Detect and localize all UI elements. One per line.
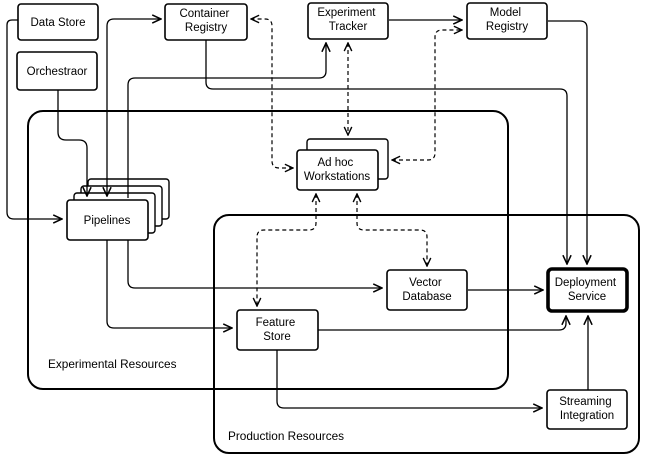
production-resources-label: Production Resources [228, 429, 344, 443]
svg-text:Container Registry: Container Registry [179, 8, 232, 34]
node-feature-store: Feature Store [236, 309, 319, 351]
edge-feature-store-to-streaming-integration [276, 350, 542, 408]
experimental-resources-label: Experimental Resources [48, 357, 177, 371]
svg-text:Orchestraor: Orchestraor [27, 66, 88, 78]
svg-text:Model Registry: Model Registry [486, 7, 528, 33]
edge-container-registry-to-deployment-service [205, 40, 567, 264]
node-container-registry: Container Registry [164, 3, 248, 41]
edge-orchestrator-to-pipelines [57, 90, 87, 196]
node-data-store: Data Store [17, 3, 99, 41]
svg-text:Deployment Service: Deployment Service [555, 277, 620, 303]
node-model-registry: Model Registry [466, 2, 548, 40]
edge-adhoc-vector-database [357, 194, 427, 266]
edge-feature-store-to-deployment-service [318, 316, 566, 331]
edge-adhoc-feature-store [257, 194, 316, 306]
node-streaming-integration: Streaming Integration [546, 389, 628, 430]
edge-data-store-to-pipelines [6, 19, 62, 219]
node-adhoc-workstations: Ad hoc Workstations [296, 149, 379, 191]
svg-text:Streaming Integration: Streaming Integration [559, 396, 615, 422]
edge-pipelines-to-vector-database [127, 240, 382, 288]
svg-text:Data Store: Data Store [31, 17, 86, 29]
node-deployment-service: Deployment Service [546, 267, 629, 313]
edge-pipelines-to-experiment-tracker [127, 43, 326, 198]
node-orchestrator: Orchestraor [16, 51, 98, 91]
edge-adhoc-model-registry [392, 30, 462, 160]
edge-pipelines-container-registry [107, 19, 161, 196]
svg-text:Vector Database: Vector Database [402, 277, 451, 303]
svg-text:Ad hoc Workstations: Ad hoc Workstations [304, 157, 371, 183]
edge-pipelines-to-feature-store [106, 240, 232, 328]
node-experiment-tracker: Experiment Tracker [307, 2, 389, 40]
svg-text:Pipelines: Pipelines [84, 215, 131, 227]
edge-adhoc-container-registry [251, 19, 293, 168]
node-pipelines: Pipelines [66, 199, 149, 241]
svg-text:Feature Store: Feature Store [256, 317, 299, 343]
svg-text:Experiment Tracker: Experiment Tracker [317, 7, 378, 33]
node-vector-database: Vector Database [386, 269, 468, 311]
edge-model-registry-to-deployment-service [548, 20, 587, 264]
